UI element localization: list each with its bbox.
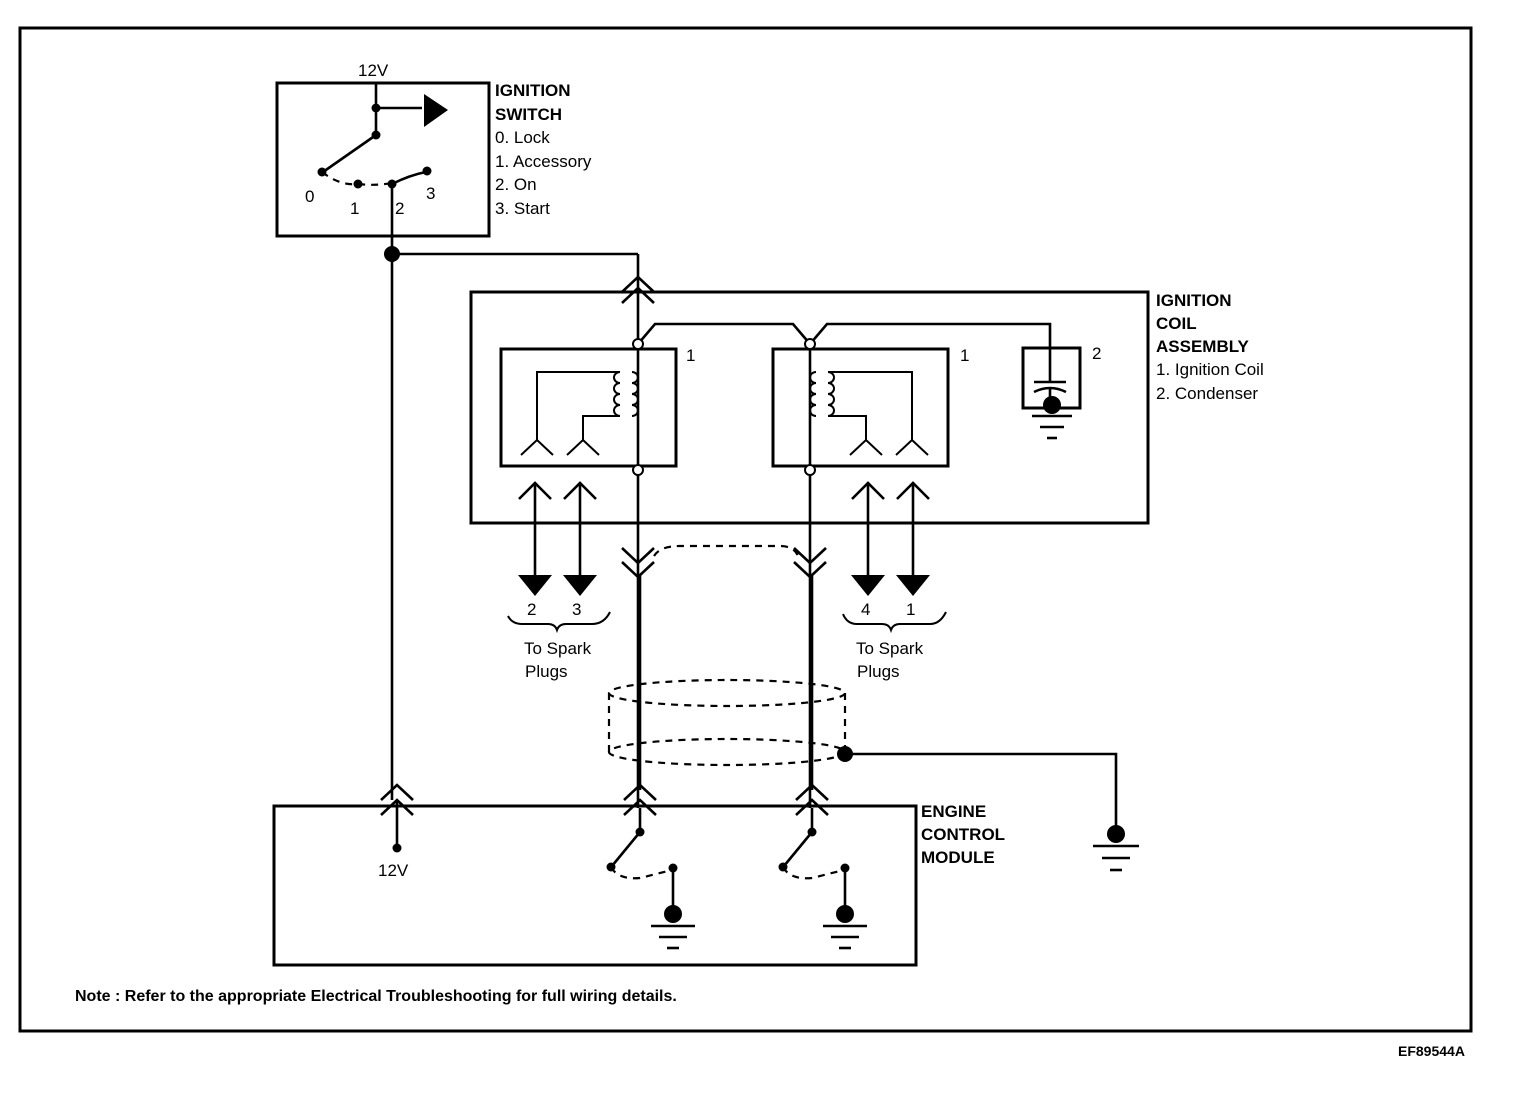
ignition-switch-title-1: IGNITION <box>495 81 571 100</box>
coil-b-tag: 1 <box>960 346 969 365</box>
switch-arrow-icon <box>424 94 448 127</box>
spark-plug-1: 1 <box>906 600 915 619</box>
ecm-box <box>272 804 918 967</box>
spark-plug-left-label-1: To Spark <box>524 639 592 658</box>
ecm-driver-switch-b <box>778 783 867 950</box>
ignition-switch-box <box>275 81 491 238</box>
switch-position-start: 3. Start <box>495 199 550 218</box>
condenser-tag: 2 <box>1092 344 1101 363</box>
engine-control-module: 12V <box>272 783 1005 967</box>
outer-frame <box>18 26 1473 1033</box>
coil-assembly-title-3: ASSEMBLY <box>1156 337 1250 356</box>
switch-position-on: 2. On <box>495 175 537 194</box>
condenser-ground-dot <box>1043 396 1061 414</box>
spark-plug-right-label-2: Plugs <box>857 662 900 681</box>
ignition-coil-a: 1 <box>499 338 695 476</box>
spark-plug-2: 2 <box>527 600 536 619</box>
coil-b-primary-winding <box>809 371 817 417</box>
switch-contact-3 <box>422 166 432 176</box>
spark-plug-leads-left: 2 3 To Spark Plugs <box>507 481 611 681</box>
ecm-title-3: MODULE <box>921 848 995 867</box>
spark-plug-3: 3 <box>572 600 581 619</box>
switch-position-lock: 0. Lock <box>495 128 550 147</box>
spark-plug-right-label-1: To Spark <box>856 639 924 658</box>
coil-b-secondary-winding <box>827 371 835 417</box>
coil-a-primary-winding <box>631 371 639 417</box>
ecm-title-1: ENGINE <box>921 802 986 821</box>
spark-plug-leads-right: 4 1 To Spark Plugs <box>842 481 947 681</box>
condenser: 2 <box>1021 344 1101 440</box>
coil-assembly-title-1: IGNITION <box>1156 291 1232 310</box>
spark-plug-4: 4 <box>861 600 870 619</box>
switch-contact-1 <box>353 179 363 189</box>
shield-ground-symbol <box>1093 825 1139 872</box>
figure-code: EF89544A <box>1398 1043 1465 1059</box>
switch-position-accessory: 1. Accessory <box>495 152 592 171</box>
spark-plug-left-label-2: Plugs <box>525 662 568 681</box>
footnote: Note : Refer to the appropriate Electric… <box>75 988 677 1005</box>
ecm-title-2: CONTROL <box>921 825 1005 844</box>
switch-terminal-0: 0 <box>305 187 314 206</box>
switch-terminal-1: 1 <box>350 199 359 218</box>
coil-a-tag: 1 <box>686 346 695 365</box>
ignition-coil-b: 1 <box>771 338 969 476</box>
ignition-switch: 12V 0 1 2 3 IGNITION SWITCH 0. Lock 1. A… <box>275 61 592 253</box>
ecm-signal-wiring <box>607 475 1139 872</box>
switch-terminal-2: 2 <box>395 199 404 218</box>
ecm-supply-label: 12V <box>378 861 409 880</box>
ignition-switch-title-2: SWITCH <box>495 105 562 124</box>
switch-terminal-3: 3 <box>426 184 435 203</box>
coil-a-secondary-winding <box>613 371 621 417</box>
ignition-switch-supply-label: 12V <box>358 61 389 80</box>
coil-assembly-title-2: COIL <box>1156 314 1197 333</box>
feed-wiring <box>384 246 655 800</box>
coil-assembly-item-2: 2. Condenser <box>1156 384 1258 403</box>
coil-assembly-item-1: 1. Ignition Coil <box>1156 360 1264 379</box>
ignition-coil-assembly: 1 1 2 <box>469 290 1264 525</box>
ecm-driver-switch-a <box>606 783 695 950</box>
